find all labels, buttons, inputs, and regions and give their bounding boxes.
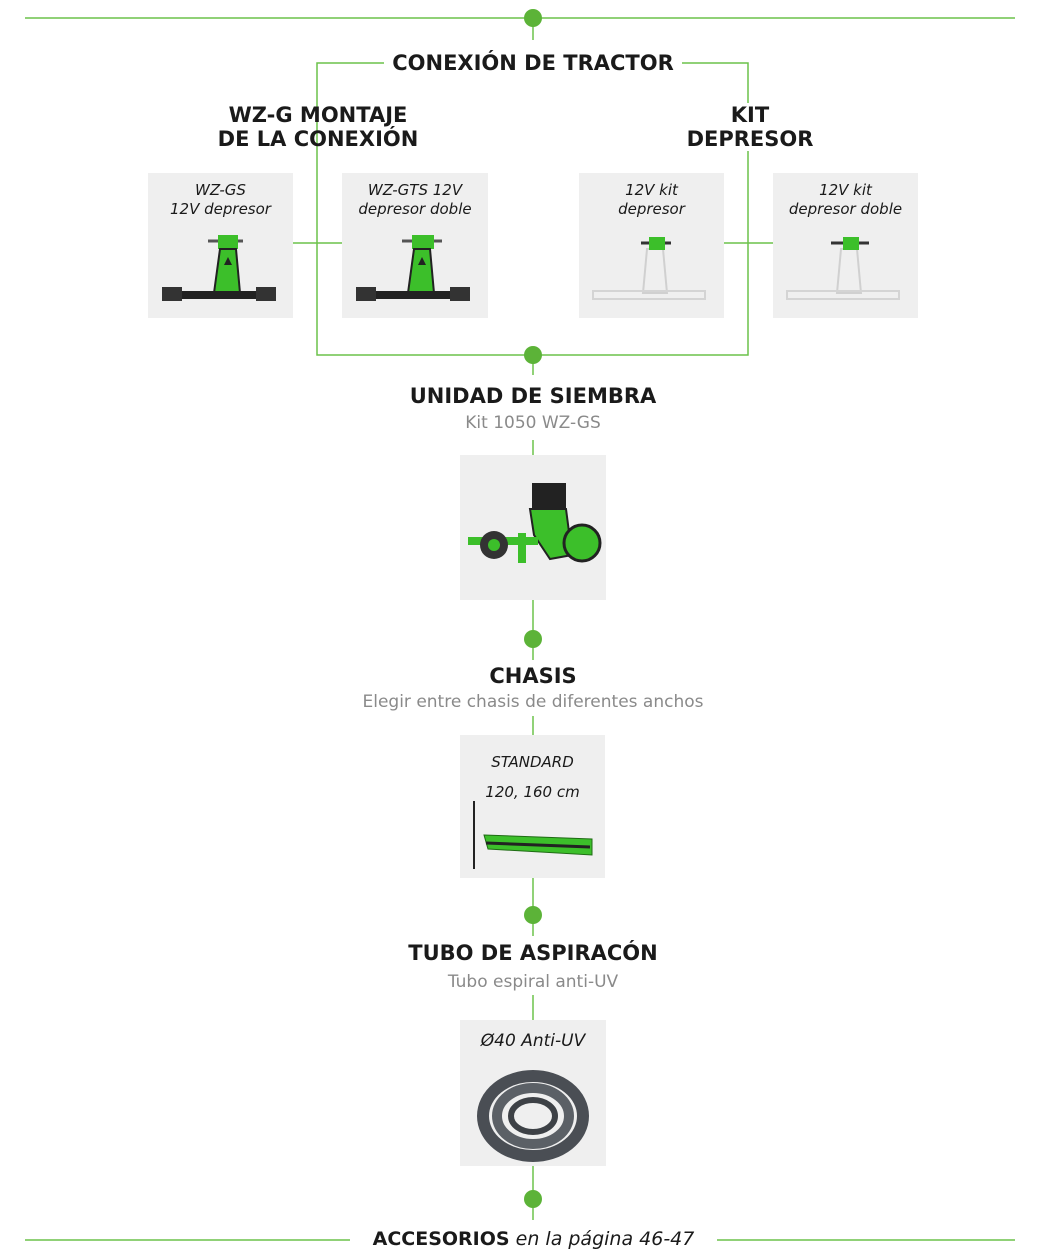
hose-coil-icon bbox=[460, 1020, 606, 1166]
vacuum-kit-double-icon bbox=[773, 173, 918, 318]
junction-dot-tractor bbox=[524, 346, 542, 364]
seeding-unit-card[interactable] bbox=[460, 455, 606, 600]
tube-title: TUBO DE ASPIRACÓN bbox=[383, 941, 683, 965]
seeding-unit-title: UNIDAD DE SIEMBRA bbox=[383, 384, 683, 408]
tube-card[interactable]: Ø40 Anti-UV bbox=[460, 1020, 606, 1166]
accessories-page-ref: en la página 46-47 bbox=[516, 1228, 695, 1250]
seeding-unit-subtitle: Kit 1050 WZ-GS bbox=[383, 413, 683, 433]
tube-subtitle: Tubo espiral anti-UV bbox=[383, 972, 683, 992]
junction-dot-unit bbox=[524, 630, 542, 648]
hitch-mount-icon bbox=[148, 173, 293, 318]
accessories-label: ACCESORIOS bbox=[373, 1228, 510, 1250]
chassis-bar-icon bbox=[460, 735, 605, 878]
junction-dot-top bbox=[524, 9, 542, 27]
vacuum-kit-icon bbox=[579, 173, 724, 318]
junction-dot-chassis bbox=[524, 906, 542, 924]
chassis-subtitle: Elegir entre chasis de diferentes anchos bbox=[300, 692, 766, 712]
tractor-connection-title: CONEXIÓN DE TRACTOR bbox=[382, 51, 684, 75]
hitch-mount-double-icon bbox=[342, 173, 488, 318]
chassis-title: CHASIS bbox=[383, 664, 683, 688]
vacuum-kit-heading: KIT DEPRESOR bbox=[650, 103, 850, 151]
junction-dot-tube bbox=[524, 1190, 542, 1208]
accessories-footer[interactable]: ACCESORIOS en la página 46-47 bbox=[350, 1228, 717, 1250]
wz-g-mount-heading: WZ-G MONTAJE DE LA CONEXIÓN bbox=[180, 103, 456, 151]
seeding-unit-icon bbox=[460, 455, 606, 600]
